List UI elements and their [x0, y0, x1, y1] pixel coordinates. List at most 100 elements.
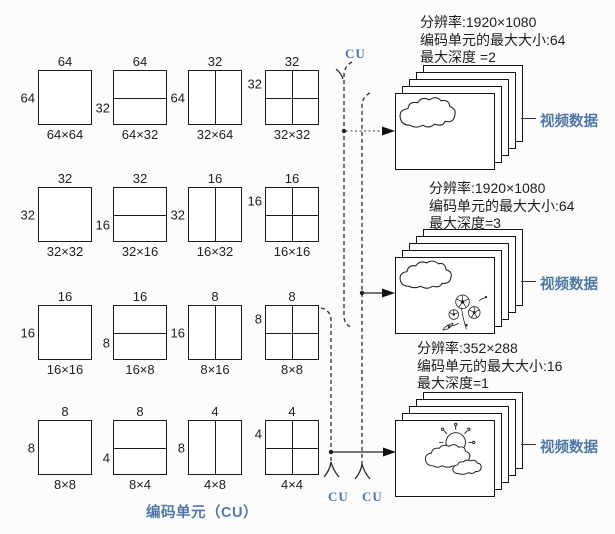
cu-left-dim: 8	[177, 440, 185, 455]
arrow-to-video-2	[359, 288, 395, 298]
cu-left-dim: 8	[102, 335, 110, 351]
cu-block: 4 4 4×4	[255, 405, 319, 491]
cu-vertical-split-line	[292, 306, 293, 359]
cu-top-dim: 32	[57, 171, 73, 186]
cu-vertical-split-line	[215, 421, 216, 474]
cu-top-dim: 16	[284, 171, 300, 186]
sun-clouds-icon	[424, 422, 482, 475]
video-info-line: 分辨率:352×288	[417, 340, 518, 356]
cu-size-label: 16×8	[125, 362, 155, 377]
cu-block: 16 16 16×16	[21, 290, 92, 376]
cu-block: 64 32 64×32	[96, 55, 167, 141]
video-data-label: 视频数据	[540, 277, 598, 293]
cu-tag-bottom-left: CU	[328, 489, 349, 504]
label-connector-dash	[521, 281, 536, 282]
video-info-line: 分辨率:1920×1080	[429, 180, 546, 196]
cu-size-label: 8×4	[128, 477, 152, 492]
cu-top-dim: 16	[207, 171, 223, 186]
cu-left-dim: 64	[170, 90, 185, 105]
cu-top-dim: 32	[207, 54, 223, 69]
cu-top-dim: 4	[288, 404, 296, 419]
cu-block: 32 32 32×32	[21, 172, 92, 258]
video-info-line: 最大深度=3	[429, 215, 501, 231]
cu-vertical-split-line	[215, 188, 216, 241]
cu-left-dim: 16	[95, 217, 110, 233]
arrow-to-video-1	[341, 126, 395, 136]
label-connector-dash	[521, 118, 536, 119]
cu-block: 4 8 4×8	[178, 405, 242, 491]
label-connector-dash	[521, 444, 536, 445]
video-info-line: 编码单元的最大大小:64	[420, 31, 566, 48]
cu-size-label: 4×4	[280, 477, 304, 492]
cu-block: 64 64 64×64	[21, 55, 92, 141]
video-info-line: 编码单元的最大大小:16	[417, 357, 563, 374]
cu-size-label: 8×16	[200, 362, 230, 377]
cu-left-dim: 16	[170, 325, 185, 340]
cu-size-label: 64×32	[121, 127, 159, 142]
cu-block: 8 8 8×8	[255, 290, 319, 376]
frame-front	[395, 257, 495, 334]
cu-size-label: 32×32	[46, 244, 84, 259]
video-data-label: 视频数据	[540, 114, 598, 130]
cu-left-dim: 16	[247, 193, 262, 209]
brace-rows-3-4	[320, 307, 340, 478]
cu-left-dim: 32	[95, 100, 110, 116]
cu-top-dim: 8	[61, 404, 69, 419]
frame-front	[395, 93, 495, 170]
cu-left-dim: 32	[170, 207, 185, 222]
cu-horizontal-split-line	[114, 447, 166, 449]
cu-block: 16 16 16×16	[248, 172, 319, 258]
video-info-line: 最大深度 =2	[420, 49, 496, 65]
cu-block: 32 16 32×16	[96, 172, 167, 258]
cu-top-dim: 4	[211, 404, 219, 419]
cu-tag-bottom-right: CU	[362, 489, 383, 504]
cu-left-dim: 16	[20, 325, 35, 340]
cu-block: 32 32 32×32	[248, 55, 319, 141]
cu-vertical-split-line	[215, 306, 216, 359]
cu-vertical-split-line	[292, 188, 293, 241]
cu-block: 8 8 8×8	[28, 405, 92, 491]
frame-stack	[395, 392, 525, 498]
cu-size-label: 16×16	[46, 362, 84, 377]
cu-top-dim: 64	[57, 54, 73, 69]
video-info-line: 编码单元的最大大小:64	[429, 197, 575, 214]
cu-top-dim: 32	[284, 54, 300, 69]
cu-left-dim: 4	[102, 450, 110, 466]
cu-vertical-split-line	[292, 421, 293, 474]
video-data-label: 视频数据	[540, 440, 598, 456]
cu-size-label: 32×16	[121, 244, 159, 259]
cu-top-dim: 32	[132, 171, 148, 186]
cu-size-label: 16×32	[196, 244, 234, 259]
cu-left-dim: 8	[254, 311, 262, 327]
cu-left-dim: 4	[254, 426, 262, 442]
cu-top-dim: 8	[288, 289, 296, 304]
cu-block: 16 32 16×32	[171, 172, 242, 258]
cu-block: 16 8 16×8	[103, 290, 167, 376]
cloud-flowers-icon	[399, 260, 488, 331]
cu-size-label: 16×16	[273, 244, 311, 259]
brace-rows-1-2	[335, 61, 354, 329]
cu-top-dim: 8	[211, 289, 219, 304]
cu-size-label: 64×64	[46, 127, 84, 142]
cu-top-dim: 64	[132, 54, 148, 69]
cu-size-label: 32×64	[196, 127, 234, 142]
cloud-icon	[399, 97, 456, 128]
cu-size-label: 8×8	[53, 477, 77, 492]
cu-size-label: 32×32	[273, 127, 311, 142]
cu-vertical-split-line	[215, 71, 216, 124]
cu-left-dim: 32	[20, 207, 35, 222]
cu-top-dim: 16	[57, 289, 73, 304]
cu-horizontal-split-line	[114, 97, 166, 99]
cu-grid-caption: 编码单元（CU）	[146, 505, 258, 521]
frame-stack	[395, 65, 525, 171]
video-info-line: 分辨率:1920×1080	[420, 14, 537, 30]
cu-size-label: 4×8	[203, 477, 227, 492]
cu-left-dim: 8	[27, 440, 35, 455]
cu-size-label: 8×8	[280, 362, 304, 377]
arrow-to-video-3	[328, 447, 396, 457]
cu-vertical-split-line	[292, 71, 293, 124]
